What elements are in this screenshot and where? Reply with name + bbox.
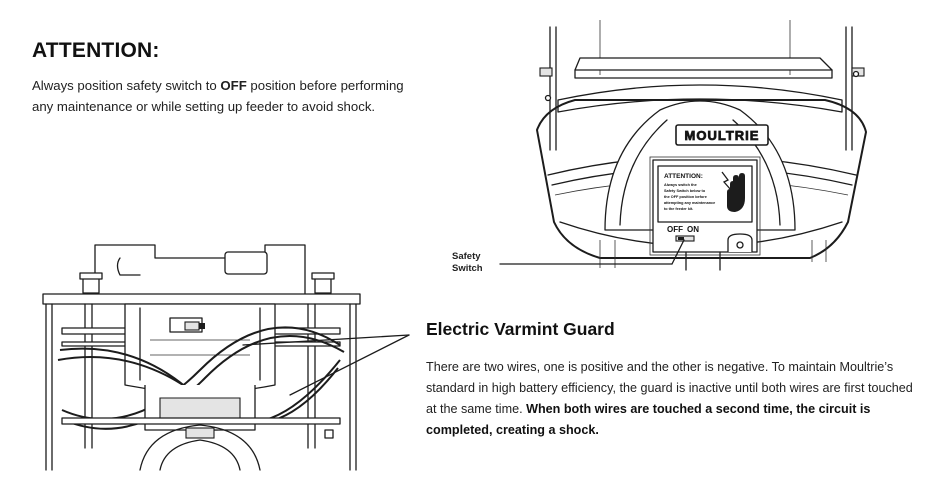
switch-off-text: OFF xyxy=(667,225,683,234)
box-label-line-2: Safety Switch below to xyxy=(664,189,706,193)
moultrie-logo: MOULTRIE xyxy=(675,124,769,146)
guard-text-bold: When both wires are touched a second tim… xyxy=(426,402,871,437)
attention-text: Always position safety switch to OFF pos… xyxy=(32,75,412,117)
safety-switch-slider xyxy=(675,235,695,242)
box-label-line-4: attempting any maintenance xyxy=(664,201,715,205)
hand-shock-icon xyxy=(721,171,745,212)
box-label-line-5: to the feeder kit. xyxy=(664,207,693,211)
box-label-title: ATTENTION: xyxy=(664,173,703,180)
guard-text: There are two wires, one is positive and… xyxy=(426,357,926,441)
guard-leader-lower xyxy=(289,334,410,396)
guard-heading: Electric Varmint Guard xyxy=(426,319,615,339)
safety-switch-label-line-2: Switch xyxy=(452,263,483,274)
attention-text-off: OFF xyxy=(220,78,247,93)
attention-text-part-2: position before performing any maintenan… xyxy=(32,78,404,114)
attention-heading: ATTENTION: xyxy=(32,39,160,62)
box-label-line-3: the OFF position before xyxy=(664,195,707,199)
safety-switch-label-line-1: Safety xyxy=(452,251,481,262)
switch-on-text: ON xyxy=(687,225,699,234)
varmint-guard-illustration xyxy=(42,244,410,471)
box-label-line-1: Always switch the xyxy=(664,183,697,187)
guard-leader-upper xyxy=(242,334,410,346)
moultrie-logo-text: MOULTRIE xyxy=(685,128,760,143)
attention-text-part-1: Always position safety switch to xyxy=(32,78,221,93)
feeder-illustration: MOULTRIE ATTENTION: Always switch the Sa… xyxy=(499,20,867,271)
guard-text-normal: There are two wires, one is positive and… xyxy=(426,360,913,416)
